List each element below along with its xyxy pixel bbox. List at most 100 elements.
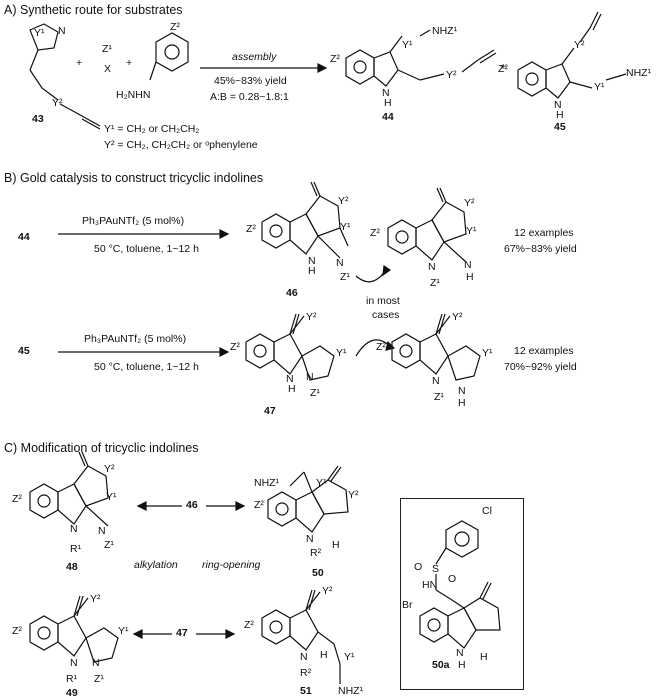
reagent-x: X (104, 63, 112, 75)
z1-label-49: Z¹ (94, 673, 104, 685)
hn-label: HN (422, 579, 438, 591)
tricycle-47-benzene (245, 333, 275, 369)
indole-pyrrole-45 (545, 63, 571, 99)
y2-definition: Y² = CH₂, CH₂CH₂ or ᵒphenylene (104, 139, 258, 151)
y2-label-45: Y² (574, 39, 585, 51)
n-label-47: N (286, 373, 294, 385)
nh-h-label-47b: H (458, 397, 466, 409)
o-label-1: O (414, 561, 423, 573)
plus-3: + (500, 61, 507, 73)
o-label-2: O (448, 573, 457, 585)
y2-label-43: Y² (52, 97, 63, 109)
compound-50a-label: 50a (432, 659, 450, 671)
n2-label-49: N (92, 657, 100, 669)
z2-label-48: Z² (12, 493, 22, 505)
y2-label-51: Y² (322, 585, 333, 597)
indole-pyrrole-44 (373, 51, 399, 87)
n-label-50: N (306, 533, 314, 545)
y1-label-43: Y¹ (34, 27, 45, 39)
z1-label-47: Z¹ (310, 387, 320, 399)
ring-opening-label: ring-opening (202, 559, 261, 571)
indoline-50-benzene (267, 491, 297, 527)
nh-label-45: N (554, 99, 562, 111)
y1-label-48: Y¹ (106, 491, 117, 503)
y1-label-46: Y¹ (340, 221, 351, 233)
examples-label-1: 12 examples (514, 227, 574, 239)
h-label-50a: H (480, 651, 488, 663)
indole-benzene-44 (345, 49, 375, 85)
y2-label-46: Y² (338, 195, 349, 207)
section-c-title: C) Modification of tricyclic indolines (4, 441, 199, 455)
compound-44-label: 44 (382, 111, 394, 123)
z1-label-46: Z¹ (340, 271, 350, 283)
br-label: Br (402, 599, 413, 611)
ratio-label: A:B = 0.28~1.8:1 (210, 91, 289, 103)
h-label-50a-n: H (458, 659, 466, 671)
yield-label-b1: 67%~83% yield (504, 243, 577, 255)
z1-label-47b: Z¹ (434, 391, 444, 403)
n-label-48: N (70, 523, 78, 535)
y2-label-49: Y² (90, 593, 101, 605)
indole-benzene-45 (517, 61, 547, 97)
z2-label-45: Z² (498, 63, 508, 75)
n2-label-46: N (336, 257, 344, 269)
y1-label-49: Y¹ (118, 625, 129, 637)
n-label-47b: N (432, 375, 440, 387)
catalyst-label-1: Ph₃PAuNTf₂ (5 mol%) (82, 215, 185, 227)
tricycle-46b-benzene (387, 219, 417, 255)
nhz1-label-44: NHZ¹ (432, 25, 458, 37)
z2-label-47b: Z² (376, 341, 386, 353)
center-47-label: 47 (176, 627, 188, 639)
r2-label-51: R² (300, 667, 312, 679)
hydrazine-label: H₂NHN (116, 89, 151, 101)
compound-50-label: 50 (312, 567, 324, 579)
n2-label-47: N (306, 371, 314, 383)
h-label-44: H (384, 97, 392, 109)
n-label-51: N (300, 651, 308, 663)
h-label-47: H (288, 383, 296, 395)
pyrroline-ring-43 (29, 23, 59, 51)
r1-label-49: R¹ (66, 673, 78, 685)
y2-label-44: Y² (446, 69, 457, 81)
example-50a-box (400, 498, 524, 690)
compound-51-label: 51 (300, 685, 312, 697)
reagent-z1: Z¹ (102, 43, 112, 55)
n-label-46b: N (428, 261, 436, 273)
assembly-label: assembly (232, 51, 277, 63)
nh-n-label-47b: N (458, 385, 466, 397)
compound-46-label: 46 (286, 287, 298, 299)
r2-label-50: R² (310, 547, 322, 559)
y1-label-47: Y¹ (336, 347, 347, 359)
z2-label-44: Z² (330, 53, 340, 65)
conditions-label-2: 50 °C, toluene, 1~12 h (94, 361, 199, 373)
z2-label-46: Z² (246, 223, 256, 235)
n-label-49: N (70, 657, 78, 669)
s-label: S (432, 563, 440, 575)
n-label-50a: N (456, 647, 464, 659)
z2-label-46b: Z² (370, 227, 380, 239)
z2-label-51: Z² (244, 619, 254, 631)
y2-label-47b: Y² (452, 311, 463, 323)
h-label-46: H (308, 265, 316, 277)
alkylation-label: alkylation (134, 559, 178, 571)
tricycle-46-ring (289, 213, 319, 255)
tricycle-48-benzene (29, 483, 59, 519)
z1-label-46b: Z¹ (430, 277, 440, 289)
plus-1: + (76, 57, 83, 69)
z1-label-48: Z¹ (104, 539, 114, 551)
h-label-51: H (320, 649, 328, 661)
examples-label-2: 12 examples (514, 345, 574, 357)
yield-label-b2: 70%~92% yield (504, 361, 577, 373)
y2-label-50: Y² (348, 489, 359, 501)
nh-label-44: N (382, 87, 390, 99)
y1-label-47b: Y¹ (482, 347, 493, 359)
compound-49-label: 49 (66, 687, 78, 699)
nh-h-label-46b: H (466, 271, 474, 283)
z2-label-49: Z² (12, 625, 22, 637)
aryl-ring-hydrazine (155, 32, 189, 72)
tricycle-46-benzene (261, 213, 291, 249)
y1-label-44: Y¹ (402, 39, 413, 51)
plus-2: + (126, 57, 133, 69)
y1-definition: Y¹ = CH₂ or CH₂CH₂ (104, 123, 200, 135)
cases-label: cases (372, 309, 400, 321)
